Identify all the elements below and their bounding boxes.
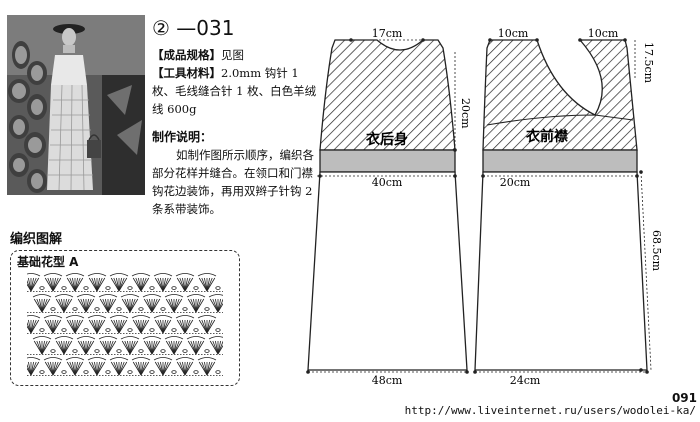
- pattern-number: ② —031: [152, 16, 235, 40]
- pattern-label: 基础花型 A: [17, 255, 79, 269]
- garment-schematic: 衣后身 衣前襟 17cm 10cm 10cm 17.5cm 20cm 40cm …: [306, 27, 663, 387]
- pattern-box: 基础花型 A: [10, 250, 240, 386]
- instructions-title: 制作说明：: [152, 130, 213, 144]
- front-waistband: [482, 149, 638, 173]
- shoulder-left-label: 10cm: [498, 27, 529, 40]
- model-photo: [7, 15, 145, 195]
- back-waistband: [319, 149, 456, 173]
- neck-depth-label: 17.5cm: [642, 42, 655, 84]
- back-skirt: [307, 171, 468, 371]
- page-number: 091: [671, 391, 697, 405]
- text-block: ② —031 【成品规格】见图 【工具材料】2.0mm 钩针 1 枚、毛线缝合针…: [152, 16, 322, 218]
- skirt-length-label: 68.5cm: [650, 230, 663, 272]
- skirt-length-dim: [640, 171, 652, 371]
- waist-back-label: 40cm: [372, 176, 403, 189]
- front-overlap-line: [486, 114, 634, 126]
- instructions-body: 如制作图所示顺序，编织各部分花样并缝合。在领口和门襟钩花边装饰，再用双辫子针钩 …: [152, 148, 314, 216]
- spec-materials: 【工具材料】2.0mm 钩针 1 枚、毛线缝合针 1 枚、白色羊绒线 600g: [152, 66, 317, 116]
- front-skirt: [474, 171, 648, 371]
- spec-size: 【成品规格】见图: [152, 48, 244, 62]
- front-label: 衣前襟: [526, 128, 568, 145]
- hem-front-label: 24cm: [510, 374, 541, 387]
- back-label: 衣后身: [366, 131, 408, 148]
- stitch-chart: [27, 273, 223, 376]
- shoulder-right-label: 10cm: [588, 27, 619, 40]
- back-yoke: [319, 39, 456, 151]
- waist-front-label: 20cm: [500, 176, 531, 189]
- neck-back-label: 17cm: [372, 27, 403, 40]
- yoke-height-label: 20cm: [459, 98, 472, 129]
- hem-back-label: 48cm: [372, 374, 403, 387]
- front-yoke: [482, 39, 638, 151]
- footer-url: http://www.liveinternet.ru/users/wodolei…: [404, 404, 696, 417]
- chart-section-title: 编织图解: [10, 232, 63, 247]
